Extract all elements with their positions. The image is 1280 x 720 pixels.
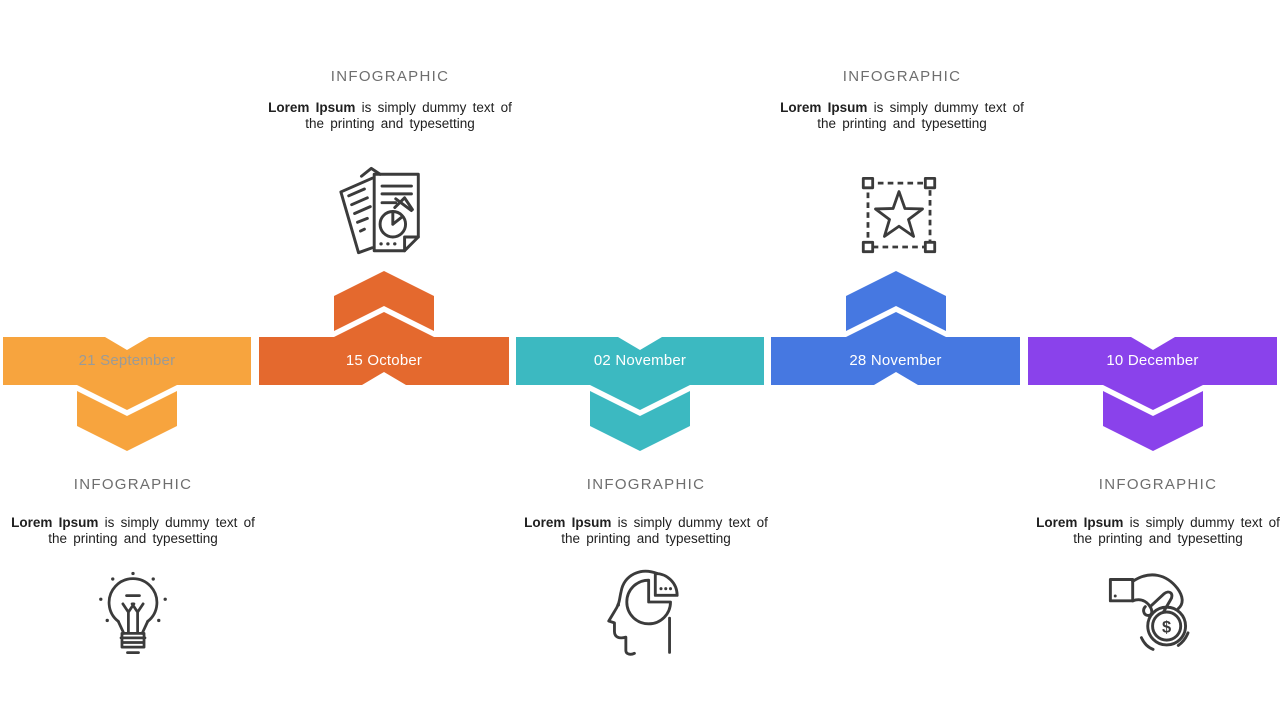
info-text-line2: the printing and typesetting [817, 116, 987, 131]
report-document-icon [335, 166, 433, 259]
info-text-line2: the printing and typesetting [561, 531, 731, 546]
timeline-bar-5 [1028, 337, 1277, 410]
info-text-line2: the printing and typesetting [1073, 531, 1243, 546]
date-label-2: 15 October [345, 352, 423, 369]
hand-coin-icon: $ [1106, 563, 1204, 660]
info-block-bottom-2: INFOGRAPHIC Lorem Ipsum is simply dummy … [516, 474, 776, 547]
date-label-5: 10 December [1106, 352, 1199, 369]
info-text: Lorem Ipsum is simply dummy text of the … [260, 100, 520, 132]
info-text-line1: is simply dummy text of [611, 515, 768, 530]
timeline-bar-1 [3, 337, 251, 410]
info-text-line1: is simply dummy text of [1123, 515, 1280, 530]
info-text-lead: Lorem Ipsum [11, 515, 99, 530]
info-block-top-1: INFOGRAPHIC Lorem Ipsum is simply dummy … [260, 66, 520, 132]
date-label-4: 28 November [849, 352, 942, 369]
info-text-lead: Lorem Ipsum [1036, 515, 1124, 530]
info-text: Lorem Ipsum is simply dummy text of the … [1028, 515, 1280, 547]
info-text-line1: is simply dummy text of [98, 515, 255, 530]
info-block-top-2: INFOGRAPHIC Lorem Ipsum is simply dummy … [772, 66, 1032, 132]
info-text-line2: the printing and typesetting [305, 116, 475, 131]
timeline-bar-4 [771, 312, 1020, 385]
date-label-1: 21 September [78, 352, 176, 369]
info-title: INFOGRAPHIC [330, 68, 450, 85]
info-block-bottom-1: INFOGRAPHIC Lorem Ipsum is simply dummy … [3, 474, 263, 547]
info-text-lead: Lorem Ipsum [780, 100, 868, 115]
lightbulb-icon [87, 566, 179, 662]
info-title: INFOGRAPHIC [1098, 476, 1218, 493]
timeline-bar-3 [516, 337, 764, 410]
info-text-line1: is simply dummy text of [867, 100, 1024, 115]
info-title: INFOGRAPHIC [73, 476, 193, 493]
info-block-bottom-3: INFOGRAPHIC Lorem Ipsum is simply dummy … [1028, 474, 1280, 547]
info-text: Lorem Ipsum is simply dummy text of the … [516, 515, 776, 547]
timeline-arrow-down-1 [77, 391, 177, 451]
info-text-lead: Lorem Ipsum [524, 515, 612, 530]
info-title: INFOGRAPHIC [586, 476, 706, 493]
star-selection-icon [852, 169, 946, 263]
head-pie-chart-icon [594, 564, 690, 659]
timeline-arrow-up-2 [334, 271, 434, 331]
info-text-line1: is simply dummy text of [355, 100, 512, 115]
info-title: INFOGRAPHIC [842, 68, 962, 85]
info-text-lead: Lorem Ipsum [268, 100, 356, 115]
dollar-symbol: $ [1162, 618, 1171, 636]
timeline-arrow-down-5 [1103, 391, 1203, 451]
timeline-arrow-down-3 [590, 391, 690, 451]
timeline-arrow-up-4 [846, 271, 946, 331]
timeline-bar-2 [259, 312, 509, 385]
info-text: Lorem Ipsum is simply dummy text of the … [3, 515, 263, 547]
date-label-3: 02 November [593, 352, 687, 369]
info-text: Lorem Ipsum is simply dummy text of the … [772, 100, 1032, 132]
info-text-line2: the printing and typesetting [48, 531, 218, 546]
